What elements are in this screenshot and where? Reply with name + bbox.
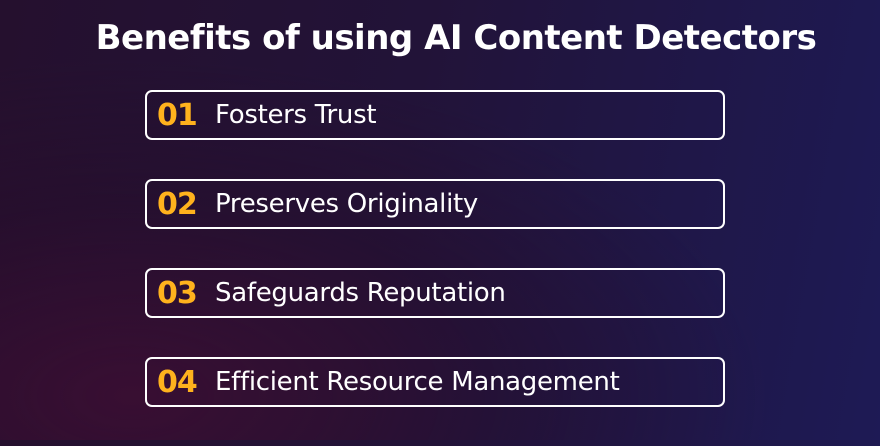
benefit-number: 02: [157, 186, 198, 222]
benefit-number: 03: [157, 275, 198, 311]
benefit-label: Safeguards Reputation: [215, 278, 506, 308]
page-title: Benefits of using AI Content Detectors: [95, 18, 817, 58]
benefit-item-2: 02 Preserves Originality: [145, 179, 725, 229]
benefit-label: Preserves Originality: [215, 189, 479, 219]
benefits-list: 01 Fosters Trust 02 Preserves Originalit…: [145, 90, 725, 446]
benefit-label: Efficient Resource Management: [215, 367, 620, 397]
benefit-item-3: 03 Safeguards Reputation: [145, 268, 725, 318]
benefit-item-4: 04 Efficient Resource Management: [145, 357, 725, 407]
benefit-number: 04: [157, 364, 198, 400]
benefit-label: Fosters Trust: [215, 100, 377, 130]
benefit-number: 01: [157, 97, 198, 133]
benefit-item-1: 01 Fosters Trust: [145, 90, 725, 140]
